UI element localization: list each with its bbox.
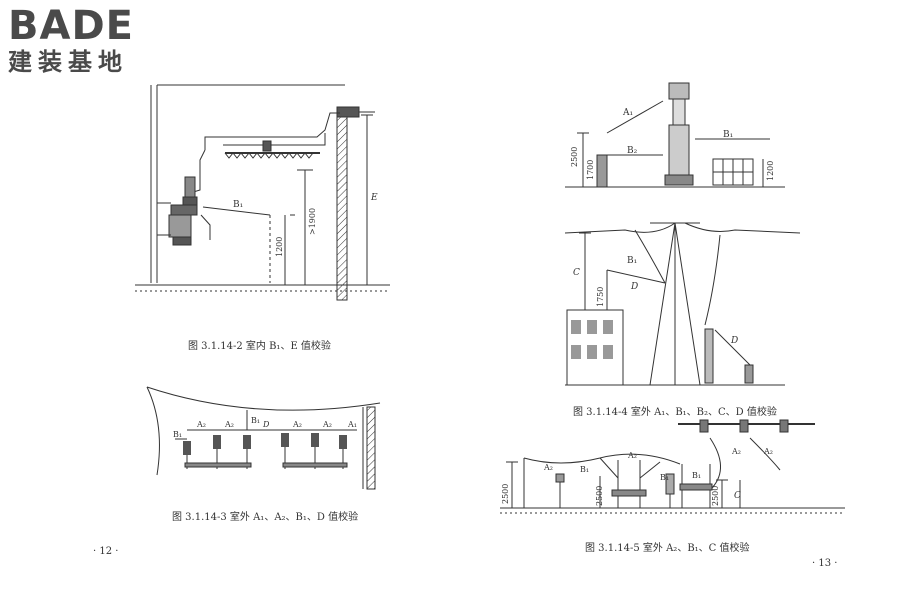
fig2-label-a2d: A₂ — [322, 420, 332, 429]
fig3-label-c: C — [573, 268, 580, 278]
fig2-label-d: D — [262, 420, 270, 429]
figure-caption: 图 3.1.14-5 室外 A₂、B₁、C 值校验 — [585, 543, 750, 554]
figure-outdoor-a1-b1-b2-c-d: A₁ B₂ B₁ 2500 1700 1200 C B₁ D 1750 D — [564, 82, 801, 386]
fig2-label-b1v: B₁ — [251, 416, 260, 425]
figure-caption: 图 3.1.14-2 室内 B₁、E 值校验 — [188, 341, 331, 352]
fig3-label-b1: B₁ — [723, 130, 733, 140]
fig1-label-1200: 1200 — [275, 237, 284, 257]
fig3-label-d2: D — [730, 336, 738, 346]
fig4-label-a2c: A₂ — [731, 447, 741, 456]
fig3-label-d: D — [630, 282, 638, 292]
logo-subtitle: 建装基地 — [8, 48, 128, 76]
fig4-label-b1c: B₁ — [692, 471, 701, 480]
fig3-label-2500: 2500 — [570, 147, 579, 167]
logo: BADE 建装基地 — [8, 6, 178, 76]
fig4-label-a2b: A₂ — [627, 451, 637, 460]
fig4-label-2500a: 2500 — [501, 484, 510, 504]
page-number-left: · 12 · — [93, 546, 119, 557]
fig3-label-b1b: B₁ — [627, 256, 637, 266]
fig3-label-a1: A₁ — [622, 108, 633, 118]
fig3-label-1750: 1750 — [596, 287, 605, 307]
fig2-label-a1: A₁ — [347, 420, 357, 429]
fig4-label-2500b: 2500 — [595, 486, 604, 506]
figure-outdoor-a1-a2-b1-d: B₁ A₂ A₂ B₁ D A₂ A₂ A₁ — [146, 386, 381, 490]
fig3-label-1200: 1200 — [766, 161, 775, 181]
fig2-label-a2c: A₂ — [292, 420, 302, 429]
figure-outdoor-a2-b1-c: A₂ B₁ A₂ B₁ 2500 2500 2500 B₁ C A₂ A₂ — [500, 419, 845, 514]
figure-caption: 图 3.1.14-3 室外 A₁、A₂、B₁、D 值校验 — [172, 512, 359, 523]
fig1-label-1900: >1900 — [308, 208, 317, 235]
page-number-right: · 13 · — [812, 558, 838, 569]
fig2-label-a2b: A₂ — [224, 420, 234, 429]
fig2-label-b1: B₁ — [173, 430, 182, 439]
fig4-label-b1b: B₁ — [660, 473, 669, 482]
logo-text: BADE — [8, 3, 134, 49]
fig3-label-1700: 1700 — [586, 160, 595, 180]
fig3-label-b2: B₂ — [627, 146, 638, 156]
fig4-label-b1: B₁ — [580, 465, 589, 474]
fig2-label-a2a: A₂ — [196, 420, 206, 429]
fig4-label-2500c: 2500 — [711, 486, 720, 506]
figure-caption: 图 3.1.14-4 室外 A₁、B₁、B₂、C、D 值校验 — [573, 407, 777, 418]
fig4-label-a2d: A₂ — [763, 447, 773, 456]
fig1-label-b1: B₁ — [233, 200, 243, 210]
fig1-label-e: E — [370, 193, 378, 203]
fig4-label-a2: A₂ — [543, 463, 553, 472]
fig4-label-c: C — [734, 491, 741, 501]
figure-indoor-b1-e: B₁ 1200 >1900 E — [135, 84, 390, 301]
